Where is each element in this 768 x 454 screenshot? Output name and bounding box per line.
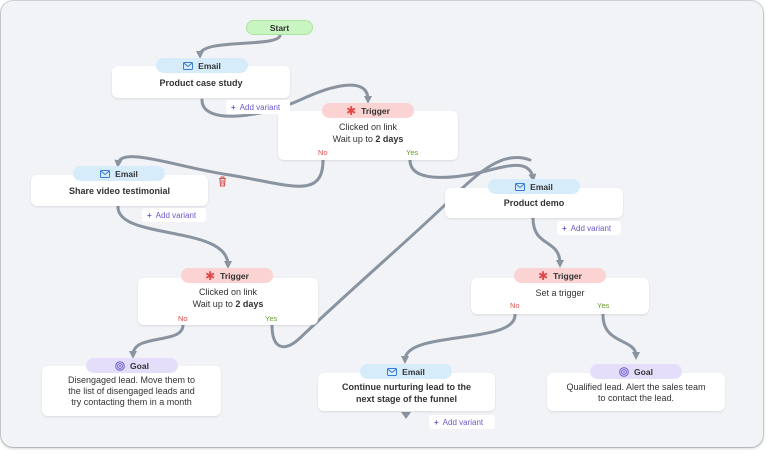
envelope-icon (515, 182, 526, 191)
branch-no-label: No (178, 314, 188, 323)
trigger-condition: Clicked on link (338, 122, 398, 132)
edge-trigger1-no-email2 (114, 155, 325, 188)
edge-email4-exit (401, 412, 411, 419)
edge-start-email1 (196, 33, 282, 59)
email-title: Product case study (159, 78, 243, 88)
edge-trigger3-yes-goal2 (601, 313, 640, 360)
plus-icon: + (231, 102, 236, 112)
edge-email1-trigger1 (200, 83, 372, 118)
email-pill: Email (360, 364, 452, 379)
trigger-condition: Set a trigger (535, 288, 585, 298)
envelope-icon (100, 169, 111, 178)
add-variant-button[interactable]: +Add variant (226, 100, 290, 114)
envelope-icon (387, 367, 398, 376)
edge-trigger2-no-goal1 (129, 323, 185, 359)
asterisk-icon: ✱ (205, 268, 216, 283)
trigger-node-clicked-link[interactable]: Clicked on link Wait up to 2 days (278, 111, 458, 160)
email-title: Share video testimonial (68, 186, 171, 196)
trigger-node-set-trigger[interactable]: Set a trigger (471, 278, 649, 314)
email-node-share-video-testimonial[interactable]: Share video testimonial (31, 175, 208, 206)
branch-no-label: No (318, 148, 328, 157)
goal-pill: Goal (86, 358, 178, 373)
target-icon (115, 360, 125, 371)
goal-node-disengaged-lead[interactable]: Disengaged lead. Move them to the list o… (42, 366, 221, 416)
email-pill: Email (73, 166, 165, 181)
trash-icon[interactable] (218, 176, 227, 187)
goal-pill: Goal (590, 364, 682, 379)
trigger-pill: ✱ Trigger (514, 268, 606, 283)
start-node[interactable]: Start (246, 20, 313, 35)
trigger-pill: ✱ Trigger (322, 103, 414, 118)
add-variant-button[interactable]: +Add variant (429, 415, 495, 429)
trigger-node-clicked-link[interactable]: Clicked on link Wait up to 2 days (138, 278, 318, 325)
email-node-continue-nurturing[interactable]: Continue nurturing lead to the next stag… (318, 373, 495, 411)
start-label: Start (269, 22, 290, 33)
edge-trigger2-yes-email3 (270, 155, 532, 349)
trigger-condition: Clicked on link (198, 287, 258, 297)
envelope-icon (183, 61, 194, 70)
add-variant-button[interactable]: +Add variant (142, 208, 206, 222)
plus-icon: + (562, 223, 567, 233)
edge-email3-trigger3 (531, 216, 564, 268)
edge-trigger3-no-email4 (401, 313, 517, 364)
email-pill: Email (488, 179, 580, 194)
edge-trigger1-yes-email3 (408, 158, 537, 182)
asterisk-icon: ✱ (346, 103, 357, 118)
branch-yes-label: Yes (265, 314, 278, 323)
trigger-wait: Wait up to 2 days (332, 134, 404, 144)
plus-icon: + (147, 210, 152, 220)
goal-node-qualified-lead[interactable]: Qualified lead. Alert the sales team to … (547, 373, 725, 411)
add-variant-button[interactable]: +Add variant (557, 221, 621, 235)
target-icon (619, 366, 629, 377)
email-pill: Email (156, 58, 248, 73)
trigger-pill: ✱ Trigger (181, 268, 273, 283)
asterisk-icon: ✱ (538, 268, 549, 283)
branch-no-label: No (510, 301, 520, 310)
edge-email2-trigger2 (116, 205, 232, 269)
trigger-wait: Wait up to 2 days (192, 299, 264, 309)
branch-yes-label: Yes (406, 148, 419, 157)
plus-icon: + (434, 417, 439, 427)
branch-yes-label: Yes (597, 301, 610, 310)
email-title: Product demo (503, 198, 565, 208)
